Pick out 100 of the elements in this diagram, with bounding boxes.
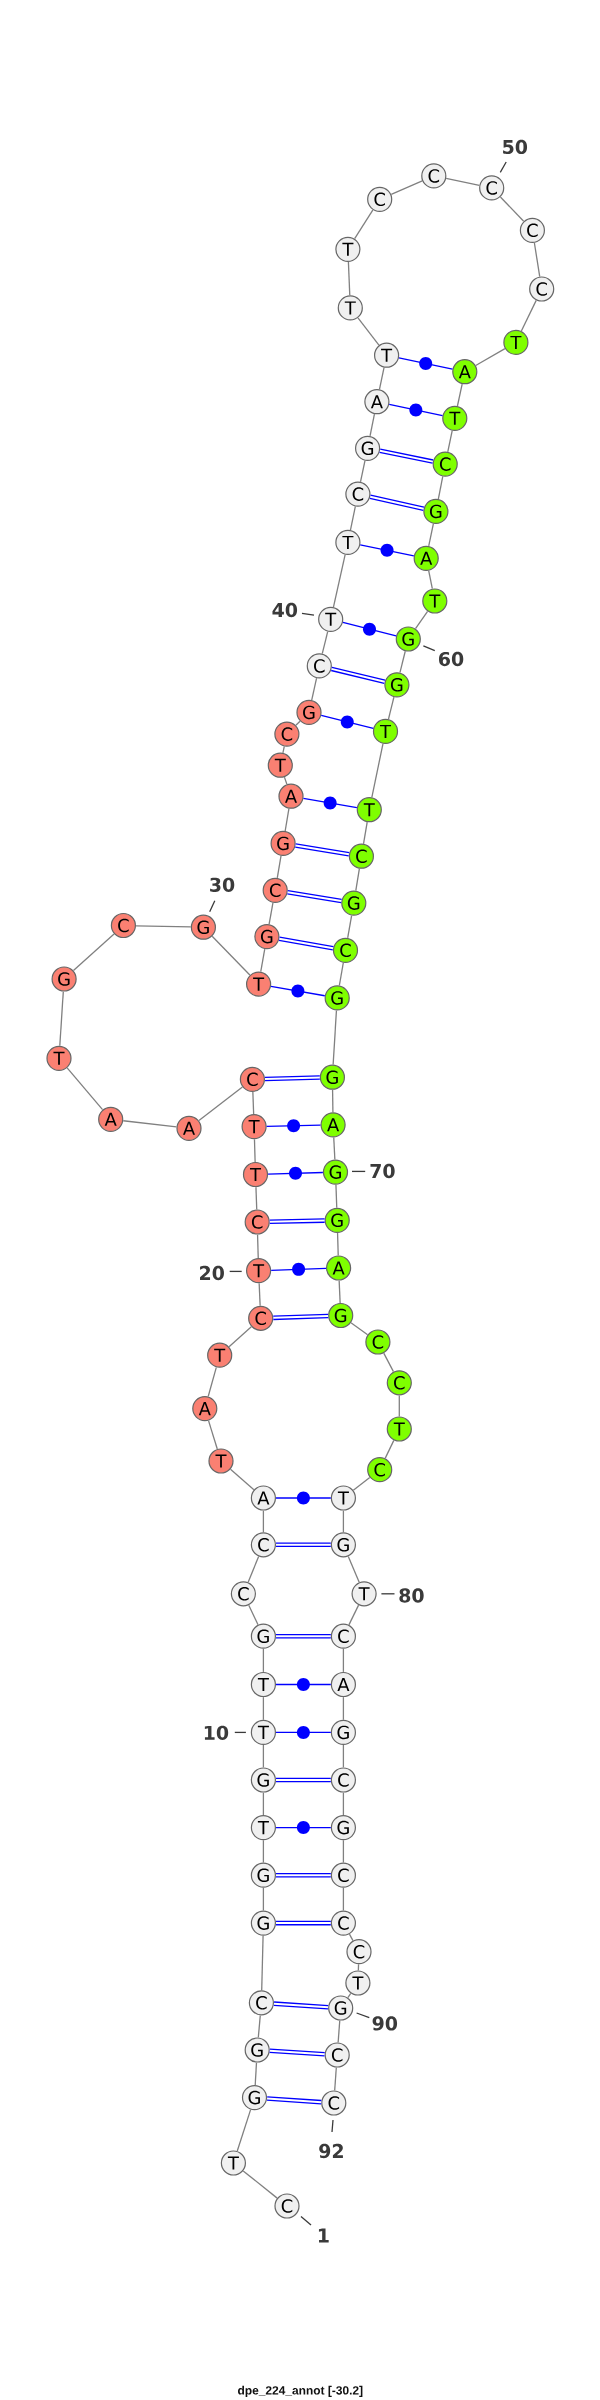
- backbone-line: [348, 1933, 354, 1942]
- backbone-line: [282, 745, 285, 754]
- backbone-line: [352, 1476, 371, 1491]
- backbone-line: [338, 1279, 341, 1304]
- backbone-line: [342, 1791, 345, 1816]
- backbone-line: [337, 2019, 341, 2044]
- backbone-line: [262, 1744, 265, 1769]
- backbone-line: [255, 1186, 258, 1211]
- base-pair-line: [330, 666, 386, 685]
- backbone-line: [369, 413, 376, 437]
- backbone-line: [447, 430, 453, 453]
- backbone-line: [533, 242, 541, 278]
- backbone-line: [333, 1136, 336, 1161]
- backbone-line: [252, 1091, 255, 1115]
- backbone-line: [283, 776, 288, 785]
- position-number: 30: [210, 877, 235, 892]
- position-number: 1: [318, 2228, 329, 2243]
- backbone-line: [445, 177, 480, 186]
- base-pair-line: [320, 714, 374, 730]
- backbone-line: [336, 1232, 339, 1257]
- base-pair-line: [266, 1119, 322, 1133]
- position-number: 10: [204, 1725, 229, 1740]
- backbone-line: [268, 902, 274, 925]
- base-pair-line: [286, 890, 343, 904]
- backbone-line: [331, 1089, 334, 1113]
- backbone-line: [284, 808, 290, 832]
- base-pair-line: [267, 1166, 324, 1180]
- backbone-line: [354, 209, 374, 240]
- backbone-line: [262, 1648, 265, 1673]
- position-number: 40: [272, 602, 298, 618]
- position-number: 60: [439, 651, 464, 667]
- backbone-line: [399, 650, 406, 674]
- backbone-line: [347, 1555, 360, 1583]
- backbone-line: [332, 1009, 338, 1066]
- backbone-line: [387, 696, 395, 720]
- backbone-line: [428, 570, 433, 590]
- backbone-line: [258, 1282, 261, 1307]
- base-pair-line: [272, 1313, 330, 1321]
- backbone-line: [295, 720, 301, 726]
- backbone-line: [355, 868, 361, 892]
- backbone-line: [229, 1468, 255, 1491]
- backbone-line: [499, 196, 525, 222]
- base-pair-line: [275, 1777, 332, 1783]
- backbone-line: [475, 348, 506, 367]
- base-pair-line: [278, 936, 335, 951]
- backbone-line: [390, 180, 423, 195]
- backbone-line: [332, 554, 346, 608]
- backbone-line: [520, 299, 537, 332]
- position-number: 50: [503, 139, 528, 155]
- backbone-line: [357, 1963, 360, 1972]
- base-pair-line: [266, 2096, 323, 2105]
- base-pair-line: [378, 448, 434, 464]
- backbone-line: [262, 1887, 265, 1912]
- backbone-line: [236, 2108, 252, 2152]
- backbone-line: [398, 1394, 400, 1418]
- backbone-line: [262, 1509, 265, 1533]
- backbone-line: [342, 1509, 345, 1533]
- base-pair-line: [388, 403, 444, 417]
- base-pair-line: [275, 1491, 332, 1505]
- backbone-line: [378, 366, 385, 391]
- base-pair-line: [294, 843, 350, 857]
- base-pair-line: [275, 1633, 332, 1639]
- backbone-line: [428, 523, 434, 547]
- position-number: 20: [200, 1265, 224, 1281]
- base-pair-line: [398, 356, 454, 370]
- backbone-line: [207, 1420, 218, 1450]
- backbone-line: [342, 1744, 345, 1769]
- backbone-line: [253, 1138, 256, 1163]
- backbone-line: [242, 2170, 278, 2199]
- backbone-line: [262, 1696, 265, 1721]
- backbone-line: [350, 1322, 369, 1336]
- position-number: 92: [319, 2143, 343, 2159]
- backbone-line: [228, 1326, 252, 1348]
- backbone-line: [347, 914, 353, 939]
- base-pair-line: [275, 1920, 332, 1926]
- backbone-line: [135, 925, 192, 928]
- backbone-line: [338, 962, 344, 987]
- position-number: 90: [372, 2016, 398, 2031]
- base-pair-line: [275, 1542, 332, 1548]
- backbone-line: [66, 1067, 104, 1111]
- base-pair-line: [275, 1872, 332, 1878]
- backbone-line: [349, 505, 356, 531]
- position-number: 70: [370, 1163, 395, 1179]
- backbone-line: [335, 1184, 338, 1209]
- backbone-line: [256, 1233, 259, 1259]
- caption: dpe_224_annot [-30.2]: [238, 2385, 363, 2397]
- base-pair-line: [264, 1075, 321, 1082]
- backbone-line: [261, 1935, 264, 1991]
- backbone-line: [247, 1555, 260, 1583]
- base-pair-line: [359, 543, 415, 557]
- backbone-line: [207, 1366, 217, 1398]
- backbone-line: [347, 1992, 352, 1999]
- backbone-line: [311, 677, 318, 701]
- backbone-line: [342, 1696, 345, 1721]
- backbone-line: [334, 2066, 337, 2092]
- backbone-line: [437, 475, 444, 500]
- backbone-line: [198, 1086, 244, 1122]
- base-pair-line: [369, 494, 425, 511]
- base-pair-line: [275, 1821, 332, 1835]
- backbone-line: [276, 855, 282, 879]
